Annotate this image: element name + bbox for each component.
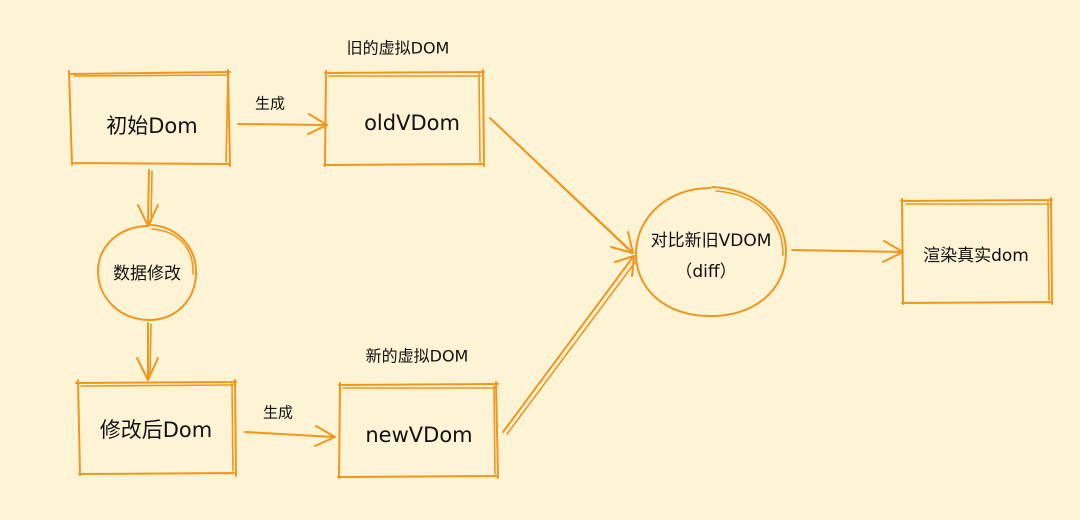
render-real-dom-box [900,197,1053,305]
edge-label-generate-bottom: 生成 [263,404,293,422]
new-vdom-label: newVDom [365,423,472,447]
render-real-dom-label: 渲染真实dom [923,246,1029,266]
data-change-label: 数据修改 [113,264,181,284]
compare-label-line1: 对比新旧VDOM [651,231,772,251]
initial-dom-box [68,69,231,167]
arrow-initial-to-change [137,169,159,227]
compare-label-line2: （diff） [675,262,736,282]
arrow-change-to-modified [136,322,159,381]
old-vdom-box [323,69,485,167]
initial-dom-label: 初始Dom [106,114,197,138]
old-vdom-caption: 旧的虚拟DOM [347,39,450,58]
compare-circle [634,186,787,318]
old-vdom-label: oldVDom [364,111,460,135]
new-vdom-box [337,381,499,479]
modified-dom-box [75,379,237,477]
arrow-generate-top [237,113,328,135]
modified-dom-label: 修改后Dom [100,418,212,442]
new-vdom-caption: 新的虚拟DOM [366,347,469,366]
arrow-compare-to-render [791,240,904,263]
arrow-old-to-compare [489,117,634,254]
edge-label-generate-top: 生成 [255,95,285,113]
arrow-new-to-compare [502,255,637,435]
data-change-circle [96,224,197,321]
arrow-generate-bottom [244,425,336,447]
